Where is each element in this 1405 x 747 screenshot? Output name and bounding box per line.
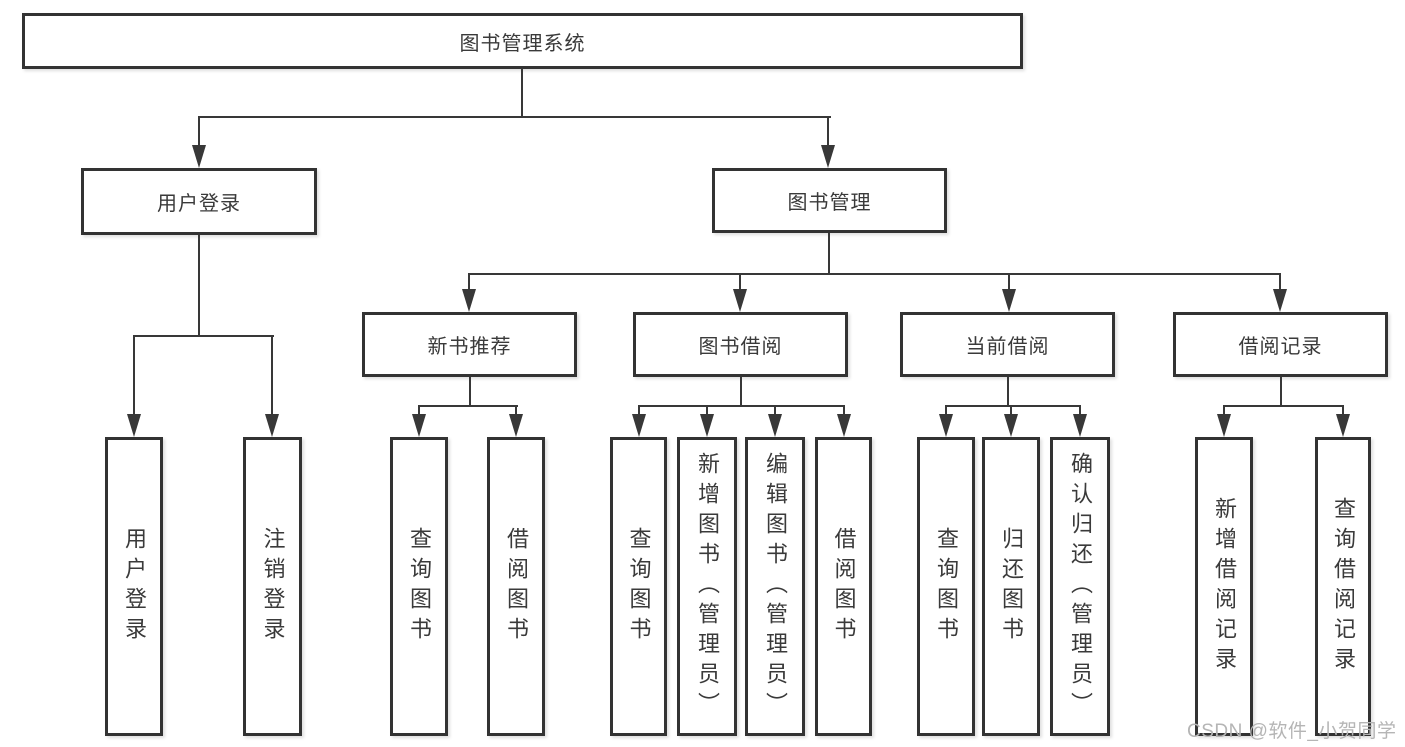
- connector-book-borrow-drop: [739, 273, 741, 293]
- node-current-borrowing: 当前借阅: [900, 312, 1115, 377]
- connector-user-login-stem: [198, 235, 200, 337]
- connector-new-book-stem: [469, 377, 471, 407]
- connector-book-borrow-stem: [740, 377, 742, 407]
- connector-new-book-rail: [418, 405, 518, 407]
- arrow-down-icon: [632, 414, 646, 437]
- arrow-down-icon: [837, 414, 851, 437]
- arrow-down-icon: [265, 414, 279, 437]
- connector-leaf-drop: [1079, 405, 1081, 417]
- connector-leaf-drop: [133, 335, 135, 417]
- node-add-borrow-record: 新增借阅记录: [1195, 437, 1253, 736]
- connector-user-login-rail: [133, 335, 274, 337]
- connector-current-stem: [1007, 377, 1009, 407]
- connector-user-login-drop: [198, 116, 200, 148]
- arrow-down-icon: [1002, 289, 1016, 312]
- arrow-down-icon: [462, 289, 476, 312]
- node-book-management: 图书管理: [712, 168, 947, 233]
- node-query-books-borrowing: 查询图书: [610, 437, 667, 736]
- connector-new-book-drop: [468, 273, 470, 293]
- connector-current-drop: [1008, 273, 1010, 293]
- node-borrowing-records: 借阅记录: [1173, 312, 1388, 377]
- arrow-down-icon: [821, 145, 835, 168]
- node-add-books-admin: 新增图书（管理员）: [677, 437, 737, 736]
- arrow-down-icon: [1217, 414, 1231, 437]
- connector-records-rail: [1223, 405, 1344, 407]
- node-query-books-current: 查询图书: [917, 437, 975, 736]
- csdn-watermark: CSDN @软件_小贺同学: [1187, 721, 1397, 742]
- node-query-books-recommend: 查询图书: [390, 437, 448, 736]
- arrow-down-icon: [1336, 414, 1350, 437]
- node-new-book-recommendation: 新书推荐: [362, 312, 577, 377]
- node-return-books: 归还图书: [982, 437, 1040, 736]
- connector-records-stem: [1280, 377, 1282, 407]
- arrow-down-icon: [192, 145, 206, 168]
- connector-leaf-drop: [638, 405, 640, 417]
- arrow-down-icon: [412, 414, 426, 437]
- node-query-borrow-record: 查询借阅记录: [1315, 437, 1371, 736]
- connector-leaf-drop: [271, 335, 273, 417]
- arrow-down-icon: [127, 414, 141, 437]
- arrow-down-icon: [939, 414, 953, 437]
- node-edit-books-admin: 编辑图书（管理员）: [745, 437, 805, 736]
- node-confirm-return-admin: 确认归还（管理员）: [1050, 437, 1110, 736]
- connector-root-stem: [521, 68, 523, 118]
- connector-leaf-drop: [945, 405, 947, 417]
- node-user-login-action: 用户登录: [105, 437, 163, 736]
- arrow-down-icon: [509, 414, 523, 437]
- connector-leaf-drop: [706, 405, 708, 417]
- arrow-down-icon: [1273, 289, 1287, 312]
- connector-level2-rail: [198, 116, 831, 118]
- connector-leaf-drop: [515, 405, 517, 417]
- connector-level3-rail: [468, 273, 1281, 275]
- connector-leaf-drop: [418, 405, 420, 417]
- connector-current-rail: [945, 405, 1081, 407]
- node-borrow-books-recommend: 借阅图书: [487, 437, 545, 736]
- connector-book-mgmt-stem: [828, 233, 830, 275]
- connector-records-drop: [1279, 273, 1281, 293]
- node-book-borrowing: 图书借阅: [633, 312, 848, 377]
- arrow-down-icon: [1073, 414, 1087, 437]
- connector-leaf-drop: [774, 405, 776, 417]
- connector-book-mgmt-drop: [827, 116, 829, 148]
- connector-book-borrow-rail: [638, 405, 845, 407]
- arrow-down-icon: [1004, 414, 1018, 437]
- arrow-down-icon: [733, 289, 747, 312]
- connector-leaf-drop: [1342, 405, 1344, 417]
- node-user-login: 用户登录: [81, 168, 317, 235]
- arrow-down-icon: [768, 414, 782, 437]
- arrow-down-icon: [700, 414, 714, 437]
- node-library-management-system: 图书管理系统: [22, 13, 1023, 69]
- connector-leaf-drop: [1010, 405, 1012, 417]
- node-borrow-books: 借阅图书: [815, 437, 872, 736]
- connector-leaf-drop: [1223, 405, 1225, 417]
- node-logout: 注销登录: [243, 437, 302, 736]
- connector-leaf-drop: [843, 405, 845, 417]
